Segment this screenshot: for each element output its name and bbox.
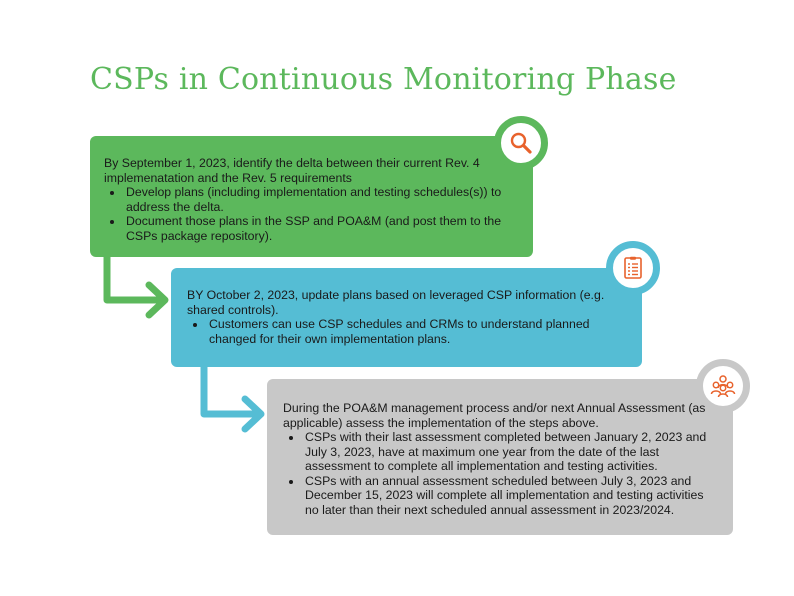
page-title: CSPs in Continuous Monitoring Phase bbox=[90, 62, 677, 97]
connector-arrow-1 bbox=[103, 252, 167, 304]
magnifier-icon bbox=[510, 132, 532, 154]
step-3-box: During the POA&M management process and/… bbox=[267, 379, 733, 535]
arrowhead-2 bbox=[241, 395, 265, 433]
step-3-intro: During the POA&M management process and/… bbox=[283, 401, 706, 430]
step-2-badge bbox=[606, 241, 660, 295]
step-1-badge bbox=[494, 116, 548, 170]
step-3-badge bbox=[696, 359, 750, 413]
checklist-icon bbox=[624, 256, 642, 279]
step-2-bullet-1: Customers can use CSP schedules and CRMs… bbox=[207, 317, 628, 346]
step-1-bullet-1: Develop plans (including implementation … bbox=[124, 185, 519, 214]
arrowhead-1 bbox=[145, 281, 169, 319]
step-2-bullets: Customers can use CSP schedules and CRMs… bbox=[187, 317, 628, 346]
step-3-bullets: CSPs with their last assessment complete… bbox=[283, 430, 719, 517]
step-3-bullet-1: CSPs with their last assessment complete… bbox=[303, 430, 719, 474]
step-1-bullets: Develop plans (including implementation … bbox=[104, 185, 519, 243]
step-2-box: BY October 2, 2023, update plans based o… bbox=[171, 268, 642, 367]
step-3-bullet-2: CSPs with an annual assessment scheduled… bbox=[303, 474, 719, 518]
step-1-bullet-2: Document those plans in the SSP and POA&… bbox=[124, 214, 519, 243]
step-1-box: By September 1, 2023, identify the delta… bbox=[90, 136, 533, 257]
team-icon bbox=[710, 375, 736, 398]
step-2-intro: BY October 2, 2023, update plans based o… bbox=[187, 288, 605, 317]
step-1-intro: By September 1, 2023, identify the delta… bbox=[104, 156, 480, 185]
connector-arrow-2 bbox=[200, 362, 263, 418]
